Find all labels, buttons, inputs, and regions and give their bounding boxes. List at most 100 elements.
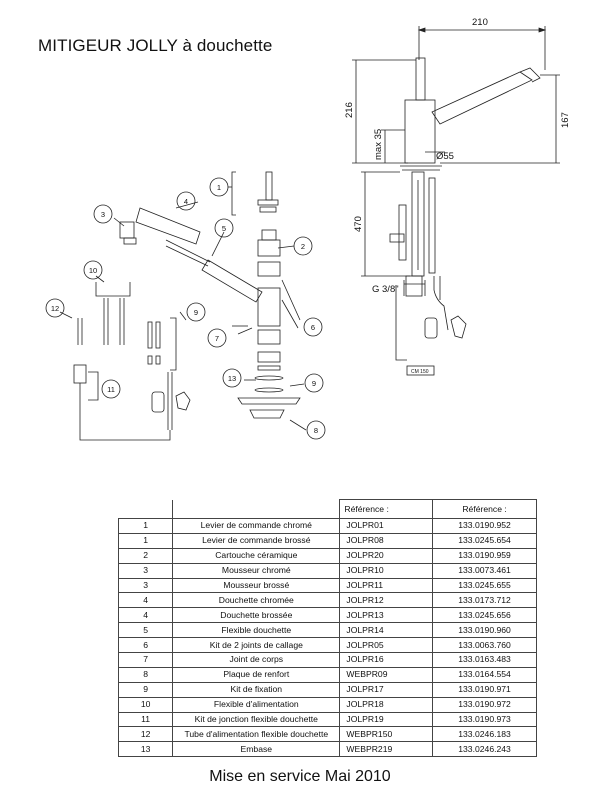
row-number: 11: [117, 711, 174, 728]
row-reference: JOLPR01: [339, 518, 434, 534]
row-description: Levier de commande brossé: [172, 532, 341, 549]
row-code: 133.0190.952: [432, 518, 537, 534]
row-code: 133.0163.483: [432, 652, 537, 668]
row-description: Douchette chromée: [172, 592, 341, 609]
row-description: Tube d'alimentation flexible douchette: [172, 726, 341, 743]
dim-thread-label: G 3/8": [372, 284, 399, 295]
row-reference: WEBPR09: [339, 666, 434, 683]
row-reference: JOLPR16: [339, 652, 434, 668]
row-reference: WEBPR219: [339, 741, 434, 758]
row-number: 7: [117, 652, 174, 668]
row-number: 4: [117, 592, 174, 609]
dim-spout-label: 167: [560, 112, 571, 128]
row-code: 133.0245.656: [432, 607, 537, 624]
row-number: 8: [117, 666, 174, 683]
row-number: 12: [117, 726, 174, 743]
row-number: 10: [117, 696, 174, 713]
callout-11: 11: [107, 385, 115, 394]
row-reference: JOLPR11: [339, 577, 434, 594]
row-description: Kit de 2 joints de callage: [172, 637, 341, 654]
row-code: 133.0246.183: [432, 726, 537, 743]
row-code: 133.0073.461: [432, 562, 537, 579]
row-reference: WEBPR150: [339, 726, 434, 743]
row-reference: JOLPR14: [339, 622, 434, 639]
row-code: 133.0173.712: [432, 592, 537, 609]
header-reference: Référence :: [339, 499, 434, 519]
row-code: 133.0164.554: [432, 666, 537, 683]
header-reference-code: Référence :: [432, 499, 537, 519]
dim-height-label: 216: [344, 102, 355, 118]
row-description: Levier de commande chromé: [172, 518, 341, 534]
row-reference: JOLPR18: [339, 696, 434, 713]
callout-4: 4: [184, 197, 188, 206]
row-description: Joint de corps: [172, 652, 341, 668]
row-number: 6: [117, 637, 174, 654]
row-code: 133.0245.655: [432, 577, 537, 594]
callout-12: 12: [51, 304, 59, 313]
dim-width-label: 210: [472, 17, 488, 28]
row-description: Douchette brossée: [172, 607, 341, 624]
callout-8: 8: [314, 426, 318, 435]
callout-9b: 9: [312, 379, 316, 388]
exploded-parts-view: [59, 171, 307, 441]
row-description: Kit de fixation: [172, 681, 341, 698]
row-reference: JOLPR13: [339, 607, 434, 624]
dim-below-label: 470: [353, 216, 364, 232]
row-code: 133.0245.654: [432, 532, 537, 549]
row-description: Kit de jonction flexible douchette: [172, 711, 341, 728]
row-code: 133.0190.959: [432, 547, 537, 564]
row-description: Mousseur brossé: [172, 577, 341, 594]
row-description: Cartouche céramique: [172, 547, 341, 564]
row-number: 13: [117, 741, 174, 758]
row-number: 5: [117, 622, 174, 639]
row-number: 3: [117, 562, 174, 579]
row-code: 133.0246.243: [432, 741, 537, 758]
callout-3: 3: [101, 210, 105, 219]
callout-9a: 9: [194, 308, 198, 317]
row-description: Flexible d'alimentation: [172, 696, 341, 713]
callout-10: 10: [89, 266, 97, 275]
callout-7: 7: [215, 334, 219, 343]
dim-max-label: max 35: [373, 129, 384, 160]
row-number: 3: [117, 577, 174, 594]
row-description: Flexible douchette: [172, 622, 341, 639]
row-reference: JOLPR17: [339, 681, 434, 698]
row-reference: JOLPR08: [339, 532, 434, 549]
row-number: 9: [117, 681, 174, 698]
row-reference: JOLPR20: [339, 547, 434, 564]
row-reference: JOLPR05: [339, 637, 434, 654]
callout-2: 2: [301, 242, 305, 251]
header-blank-num: [118, 499, 174, 519]
row-reference: JOLPR10: [339, 562, 434, 579]
row-code: 133.0190.973: [432, 711, 537, 728]
dim-diameter-label: Ø55: [436, 151, 454, 162]
callout-13: 13: [228, 374, 236, 383]
table-header-row: Référence : Référence :: [118, 499, 537, 519]
callout-6: 6: [311, 323, 315, 332]
row-number: 1: [117, 518, 174, 534]
callout-circles: [45, 177, 326, 440]
cm150-label: CM 150: [411, 369, 429, 375]
faucet-dimension-view: [352, 26, 560, 376]
technical-drawing: 210 216 167 max 35 Ø55 470 G 3/8" CM 150…: [45, 17, 571, 441]
row-number: 4: [117, 607, 174, 624]
row-description: Mousseur chromé: [172, 562, 341, 579]
row-reference: JOLPR12: [339, 592, 434, 609]
row-description: Plaque de renfort: [172, 666, 341, 683]
